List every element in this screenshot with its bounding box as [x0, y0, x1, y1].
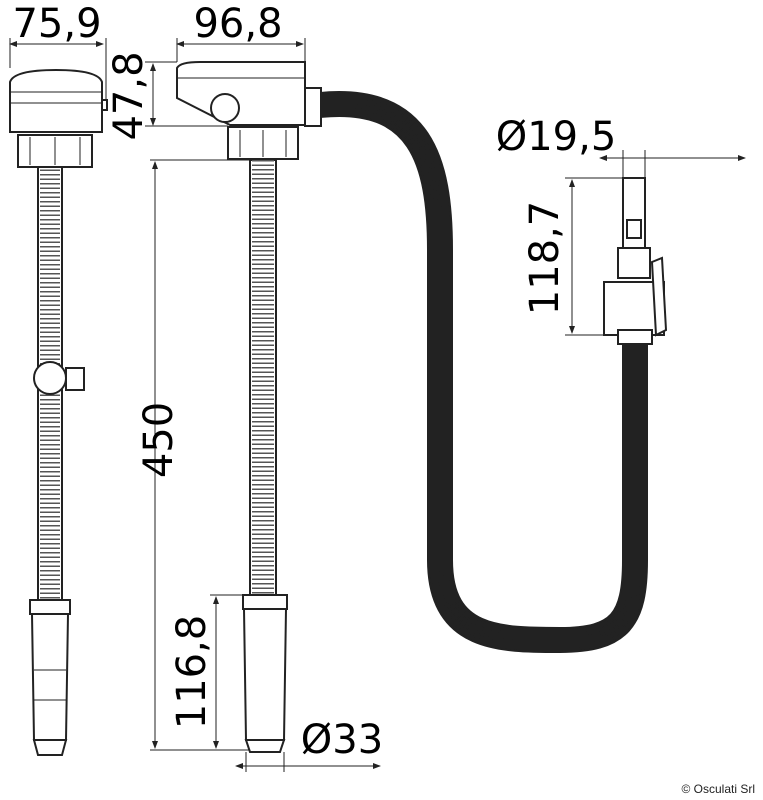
- pump-front-view: [176, 61, 322, 753]
- dim-head-height: 47,8: [106, 51, 152, 140]
- dim-head-width-side: 75,9: [12, 1, 101, 47]
- pump-side-view: [9, 68, 108, 756]
- dim-float-diameter: Ø33: [301, 717, 383, 763]
- outlet-fitting: [603, 177, 668, 345]
- dimension-lines: [9, 38, 746, 772]
- dim-outlet-diameter: Ø19,5: [496, 114, 617, 160]
- dim-float-length: 116,8: [169, 615, 215, 730]
- dim-outlet-fitting-height: 118,7: [522, 201, 568, 316]
- copyright-text: © Osculati Srl: [681, 782, 755, 796]
- dim-hose-length: 450: [136, 402, 182, 478]
- outlet-hose: [318, 91, 648, 654]
- dim-head-width-front: 96,8: [193, 1, 282, 47]
